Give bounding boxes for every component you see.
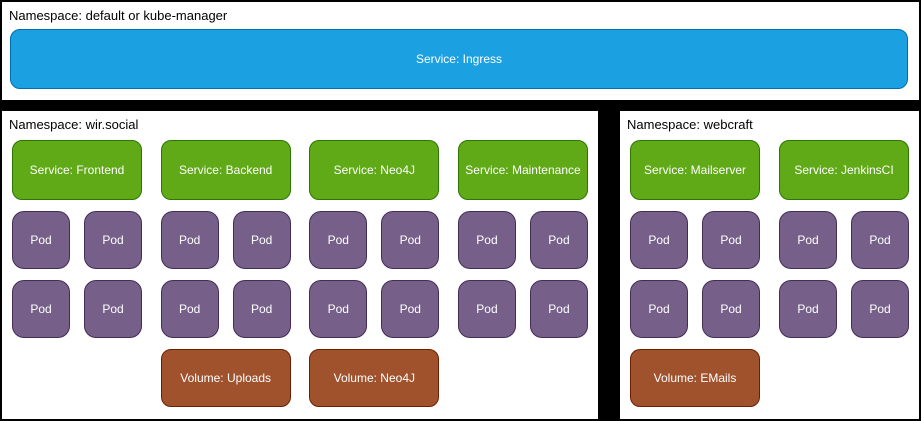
namespace-label: Namespace: webcraft [627, 117, 753, 132]
pod-node: Pod [84, 280, 142, 338]
pod-node: Pod [851, 280, 909, 338]
pod-node: Pod [529, 280, 588, 338]
pod-node: Pod [702, 280, 760, 338]
volume-node: Volume: EMails [630, 349, 760, 407]
pod-node: Pod [309, 280, 368, 338]
namespace-label: Namespace: default or kube-manager [9, 8, 228, 23]
pod-node: Pod [12, 211, 70, 269]
service-node: Service: Frontend [12, 140, 142, 200]
service-node: Service: Mailserver [630, 140, 760, 200]
pod-node: Pod [630, 280, 688, 338]
namespace-label: Namespace: wir.social [9, 117, 139, 132]
pod-node: Pod [381, 280, 440, 338]
service-node: Service: Backend [160, 140, 291, 200]
pod-node: Pod [851, 211, 909, 269]
service-node: Service: JenkinsCI [779, 140, 909, 200]
namespace-box-default-kube-manager: Namespace: default or kube-manager Servi… [2, 2, 919, 100]
pod-node: Pod [457, 280, 516, 338]
service-node: Service: Neo4J [309, 140, 440, 200]
pod-node: Pod [232, 280, 291, 338]
pod-node: Pod [381, 211, 440, 269]
pod-node: Pod [630, 211, 688, 269]
pod-node: Pod [309, 211, 368, 269]
pod-node: Pod [84, 211, 142, 269]
pod-node: Pod [529, 211, 588, 269]
pod-node: Pod [232, 211, 291, 269]
pod-node: Pod [12, 280, 70, 338]
pod-node: Pod [160, 211, 219, 269]
pod-node: Pod [779, 280, 837, 338]
pod-node: Pod [702, 211, 760, 269]
volume-node: Volume: Uploads [160, 349, 291, 407]
pod-node: Pod [779, 211, 837, 269]
pod-node: Pod [457, 211, 516, 269]
service-node: Service: Maintenance [457, 140, 588, 200]
volume-node: Volume: Neo4J [309, 349, 440, 407]
pod-node: Pod [160, 280, 219, 338]
service-node-ingress: Service: Ingress [10, 29, 908, 89]
